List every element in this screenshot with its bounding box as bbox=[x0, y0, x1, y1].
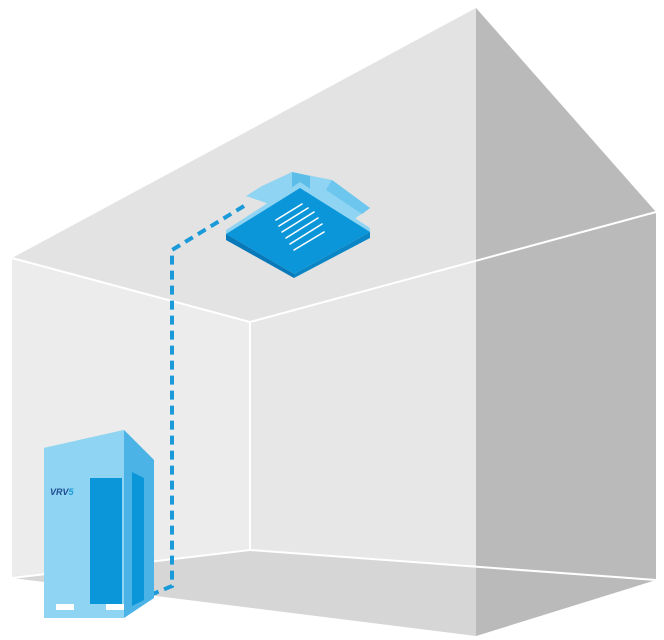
indoor-cassette-unit bbox=[226, 172, 370, 278]
room-right-wall bbox=[476, 8, 656, 636]
outdoor-vrv-unit: VRV5 bbox=[44, 430, 154, 618]
outdoor-unit-logo: VRV5 bbox=[50, 487, 75, 497]
outdoor-unit-foot bbox=[106, 604, 124, 610]
outdoor-unit-foot bbox=[56, 604, 74, 610]
outdoor-unit-front-panel bbox=[90, 478, 122, 604]
cassette-grille bbox=[275, 203, 325, 251]
